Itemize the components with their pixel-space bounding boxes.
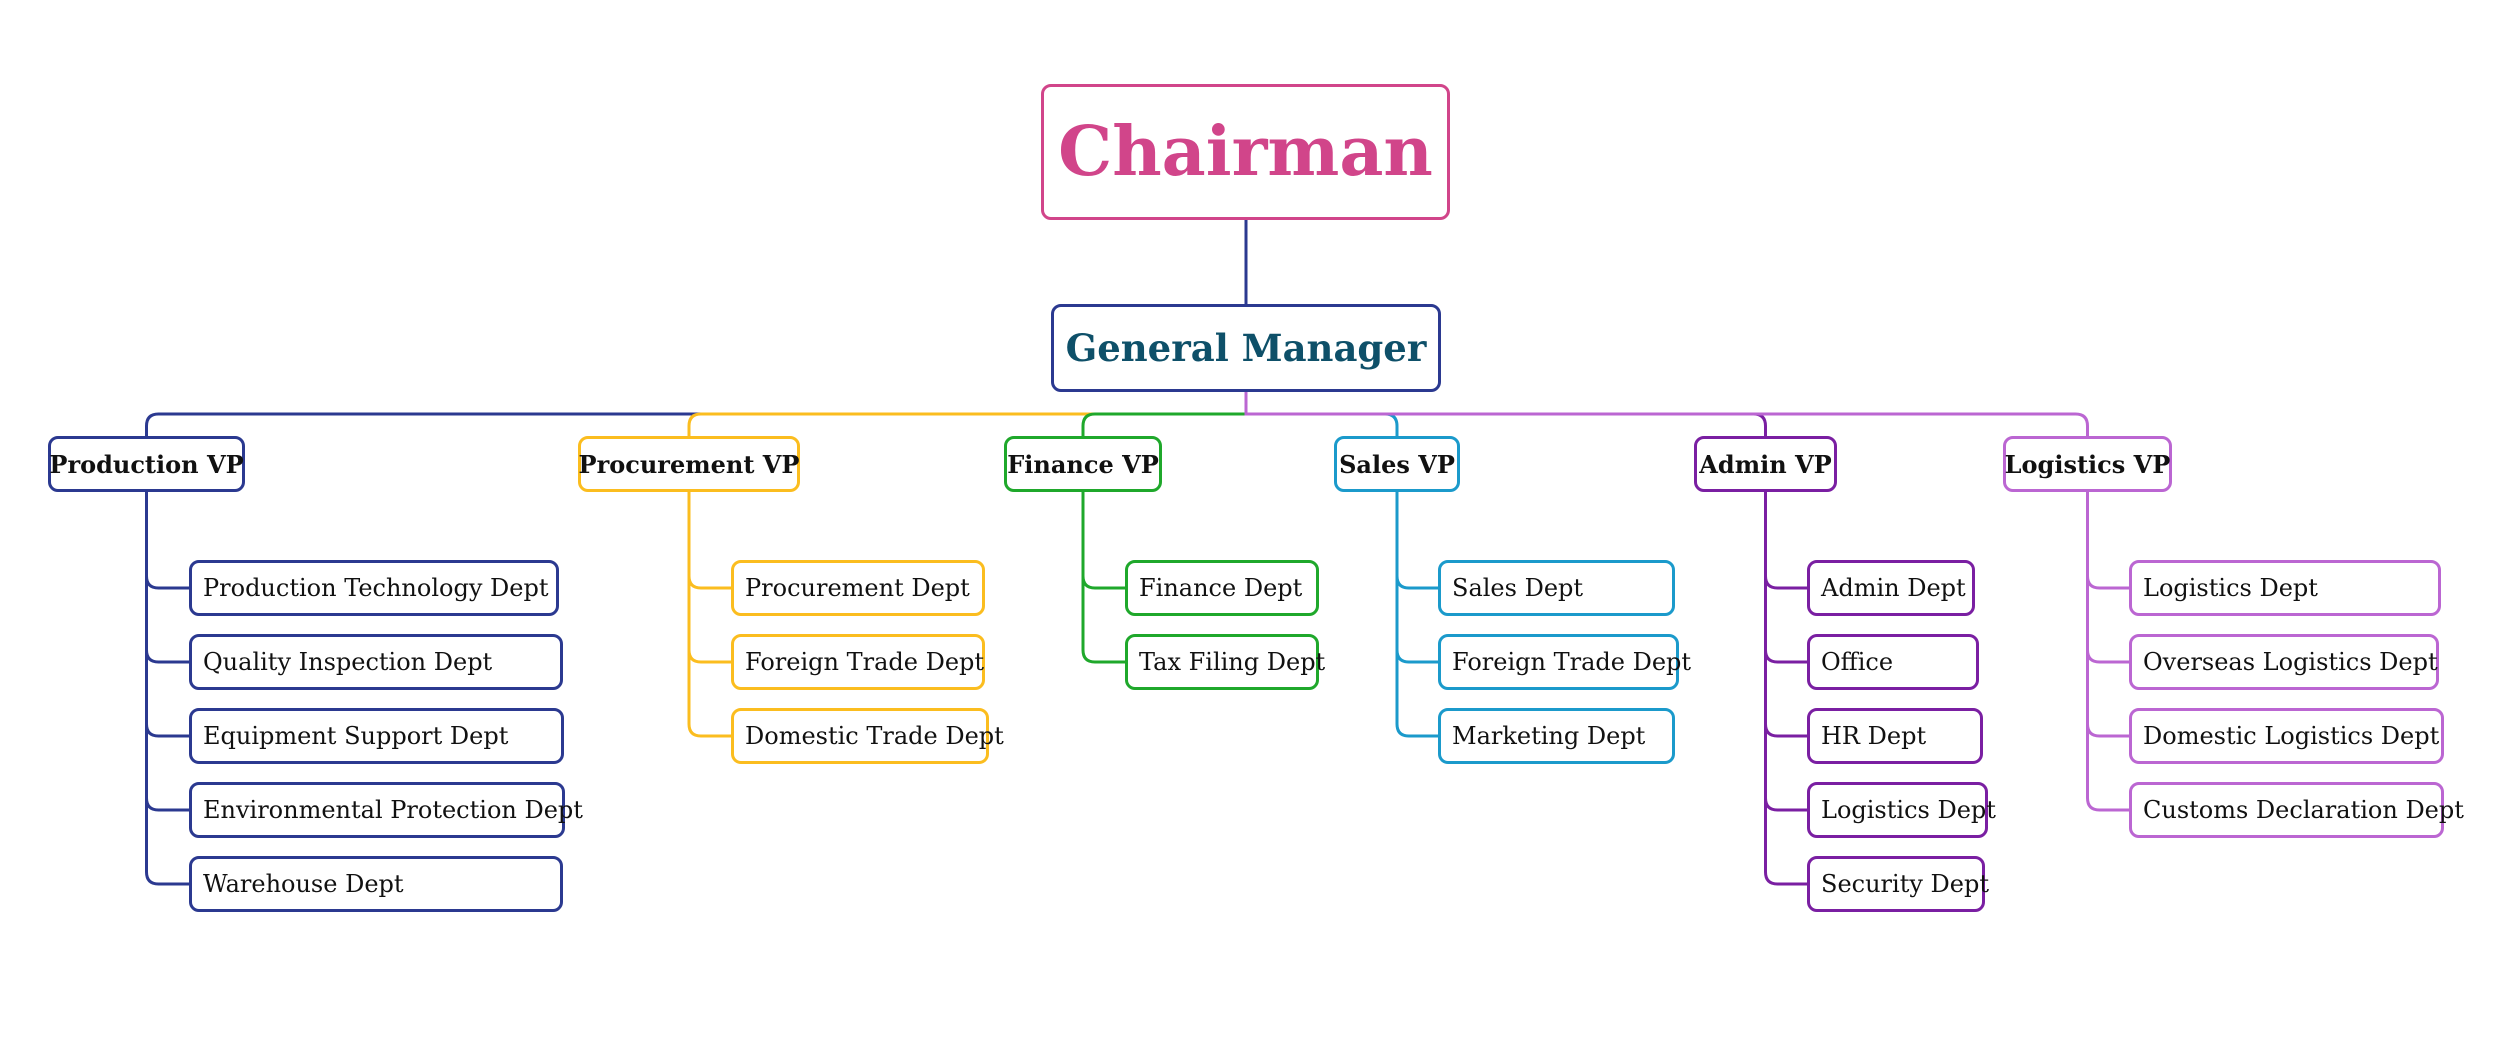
dept-label: Domestic Logistics Dept [2143, 722, 2440, 750]
general-manager-node[interactable]: General Manager [1051, 304, 1441, 392]
gm-to-production-vp-line [145, 392, 1248, 436]
dept-label: Procurement Dept [745, 574, 970, 602]
dept-label: Quality Inspection Dept [203, 648, 493, 676]
sales-vp-to-foreign-trade-dept-line [1395, 492, 1438, 664]
dept-node-finance-dept[interactable]: Finance Dept [1125, 560, 1319, 616]
finance-vp-to-finance-dept-line [1081, 492, 1125, 590]
chairman-node[interactable]: Chairman [1041, 84, 1450, 220]
production-vp-to-environmental-protection-dept-line [145, 492, 189, 812]
procurement-vp-to-procurement-dept-line [687, 492, 731, 590]
dept-node-foreign-trade-dept[interactable]: Foreign Trade Dept [731, 634, 985, 690]
dept-label: Finance Dept [1139, 574, 1303, 602]
dept-label: Office [1821, 648, 1894, 676]
admin-vp-node[interactable]: Admin VP [1694, 436, 1837, 492]
dept-node-overseas-logistics-dept[interactable]: Overseas Logistics Dept [2129, 634, 2439, 690]
dept-label: Logistics Dept [1821, 796, 1996, 824]
admin-vp-to-security-dept-line [1764, 492, 1807, 886]
logistics-vp-to-overseas-logistics-dept-line [2086, 492, 2129, 664]
dept-node-customs-declaration-dept[interactable]: Customs Declaration Dept [2129, 782, 2464, 838]
gm-to-logistics-vp-line [1244, 392, 2089, 436]
admin-vp-label: Admin VP [1699, 449, 1832, 479]
admin-vp-to-hr-dept-line [1764, 492, 1807, 738]
logistics-vp-node[interactable]: Logistics VP [2003, 436, 2172, 492]
finance-vp-node[interactable]: Finance VP [1004, 436, 1162, 492]
dept-label: Marketing Dept [1452, 722, 1646, 750]
production-vp-node[interactable]: Production VP [48, 436, 245, 492]
dept-node-admin-dept[interactable]: Admin Dept [1807, 560, 1975, 616]
dept-label: Tax Filing Dept [1139, 648, 1326, 676]
dept-label: Security Dept [1821, 870, 1989, 898]
procurement-vp-to-domestic-trade-dept-line [687, 492, 731, 738]
logistics-vp-to-domestic-logistics-dept-line [2086, 492, 2129, 738]
admin-vp-to-admin-dept-line [1764, 492, 1807, 590]
dept-label: Domestic Trade Dept [745, 722, 1004, 750]
logistics-vp-to-customs-declaration-dept-line [2086, 492, 2129, 812]
dept-node-foreign-trade-dept[interactable]: Foreign Trade Dept [1438, 634, 1691, 690]
finance-vp-to-tax-filing-dept-line [1081, 492, 1125, 664]
admin-vp-to-office-line [1764, 492, 1807, 664]
procurement-vp-label: Procurement VP [578, 449, 800, 479]
dept-label: Production Technology Dept [203, 574, 549, 602]
sales-vp-to-sales-dept-line [1395, 492, 1438, 590]
dept-node-hr-dept[interactable]: HR Dept [1807, 708, 1983, 764]
dept-label: Sales Dept [1452, 574, 1584, 602]
dept-label: Foreign Trade Dept [1452, 648, 1692, 676]
sales-vp-node[interactable]: Sales VP [1334, 436, 1460, 492]
dept-node-sales-dept[interactable]: Sales Dept [1438, 560, 1675, 616]
dept-node-logistics-dept[interactable]: Logistics Dept [1807, 782, 1996, 838]
production-vp-to-quality-inspection-dept-line [145, 492, 189, 664]
finance-vp-label: Finance VP [1007, 449, 1159, 479]
dept-node-environmental-protection-dept[interactable]: Environmental Protection Dept [189, 782, 583, 838]
dept-node-security-dept[interactable]: Security Dept [1807, 856, 1989, 912]
production-vp-label: Production VP [49, 449, 244, 479]
dept-node-domestic-trade-dept[interactable]: Domestic Trade Dept [731, 708, 1004, 764]
general-manager-label: General Manager [1065, 326, 1427, 370]
production-vp-to-equipment-support-dept-line [145, 492, 189, 738]
dept-node-office[interactable]: Office [1807, 634, 1979, 690]
dept-node-quality-inspection-dept[interactable]: Quality Inspection Dept [189, 634, 563, 690]
logistics-vp-label: Logistics VP [2004, 449, 2171, 479]
dept-node-equipment-support-dept[interactable]: Equipment Support Dept [189, 708, 564, 764]
dept-label: Environmental Protection Dept [203, 796, 583, 824]
dept-node-warehouse-dept[interactable]: Warehouse Dept [189, 856, 563, 912]
dept-node-marketing-dept[interactable]: Marketing Dept [1438, 708, 1675, 764]
logistics-vp-to-logistics-dept-line [2086, 492, 2129, 590]
dept-label: Foreign Trade Dept [745, 648, 985, 676]
dept-node-procurement-dept[interactable]: Procurement Dept [731, 560, 985, 616]
admin-vp-to-logistics-dept-line [1764, 492, 1807, 812]
procurement-vp-node[interactable]: Procurement VP [578, 436, 800, 492]
production-vp-to-warehouse-dept-line [145, 492, 189, 886]
dept-label: Overseas Logistics Dept [2143, 648, 2438, 676]
procurement-vp-to-foreign-trade-dept-line [687, 492, 731, 664]
dept-label: Logistics Dept [2143, 574, 2318, 602]
dept-node-production-technology-dept[interactable]: Production Technology Dept [189, 560, 559, 616]
dept-label: Equipment Support Dept [203, 722, 509, 750]
sales-vp-to-marketing-dept-line [1395, 492, 1438, 738]
gm-to-finance-vp-line [1081, 392, 1248, 436]
chairman-label: Chairman [1058, 112, 1433, 192]
gm-to-procurement-vp-line [687, 392, 1248, 436]
dept-label: Warehouse Dept [203, 870, 404, 898]
sales-vp-label: Sales VP [1339, 449, 1455, 479]
dept-label: HR Dept [1821, 722, 1927, 750]
dept-label: Admin Dept [1821, 574, 1966, 602]
dept-node-logistics-dept[interactable]: Logistics Dept [2129, 560, 2441, 616]
dept-node-tax-filing-dept[interactable]: Tax Filing Dept [1125, 634, 1325, 690]
dept-label: Customs Declaration Dept [2143, 796, 2464, 824]
dept-node-domestic-logistics-dept[interactable]: Domestic Logistics Dept [2129, 708, 2444, 764]
production-vp-to-production-technology-dept-line [145, 492, 189, 590]
